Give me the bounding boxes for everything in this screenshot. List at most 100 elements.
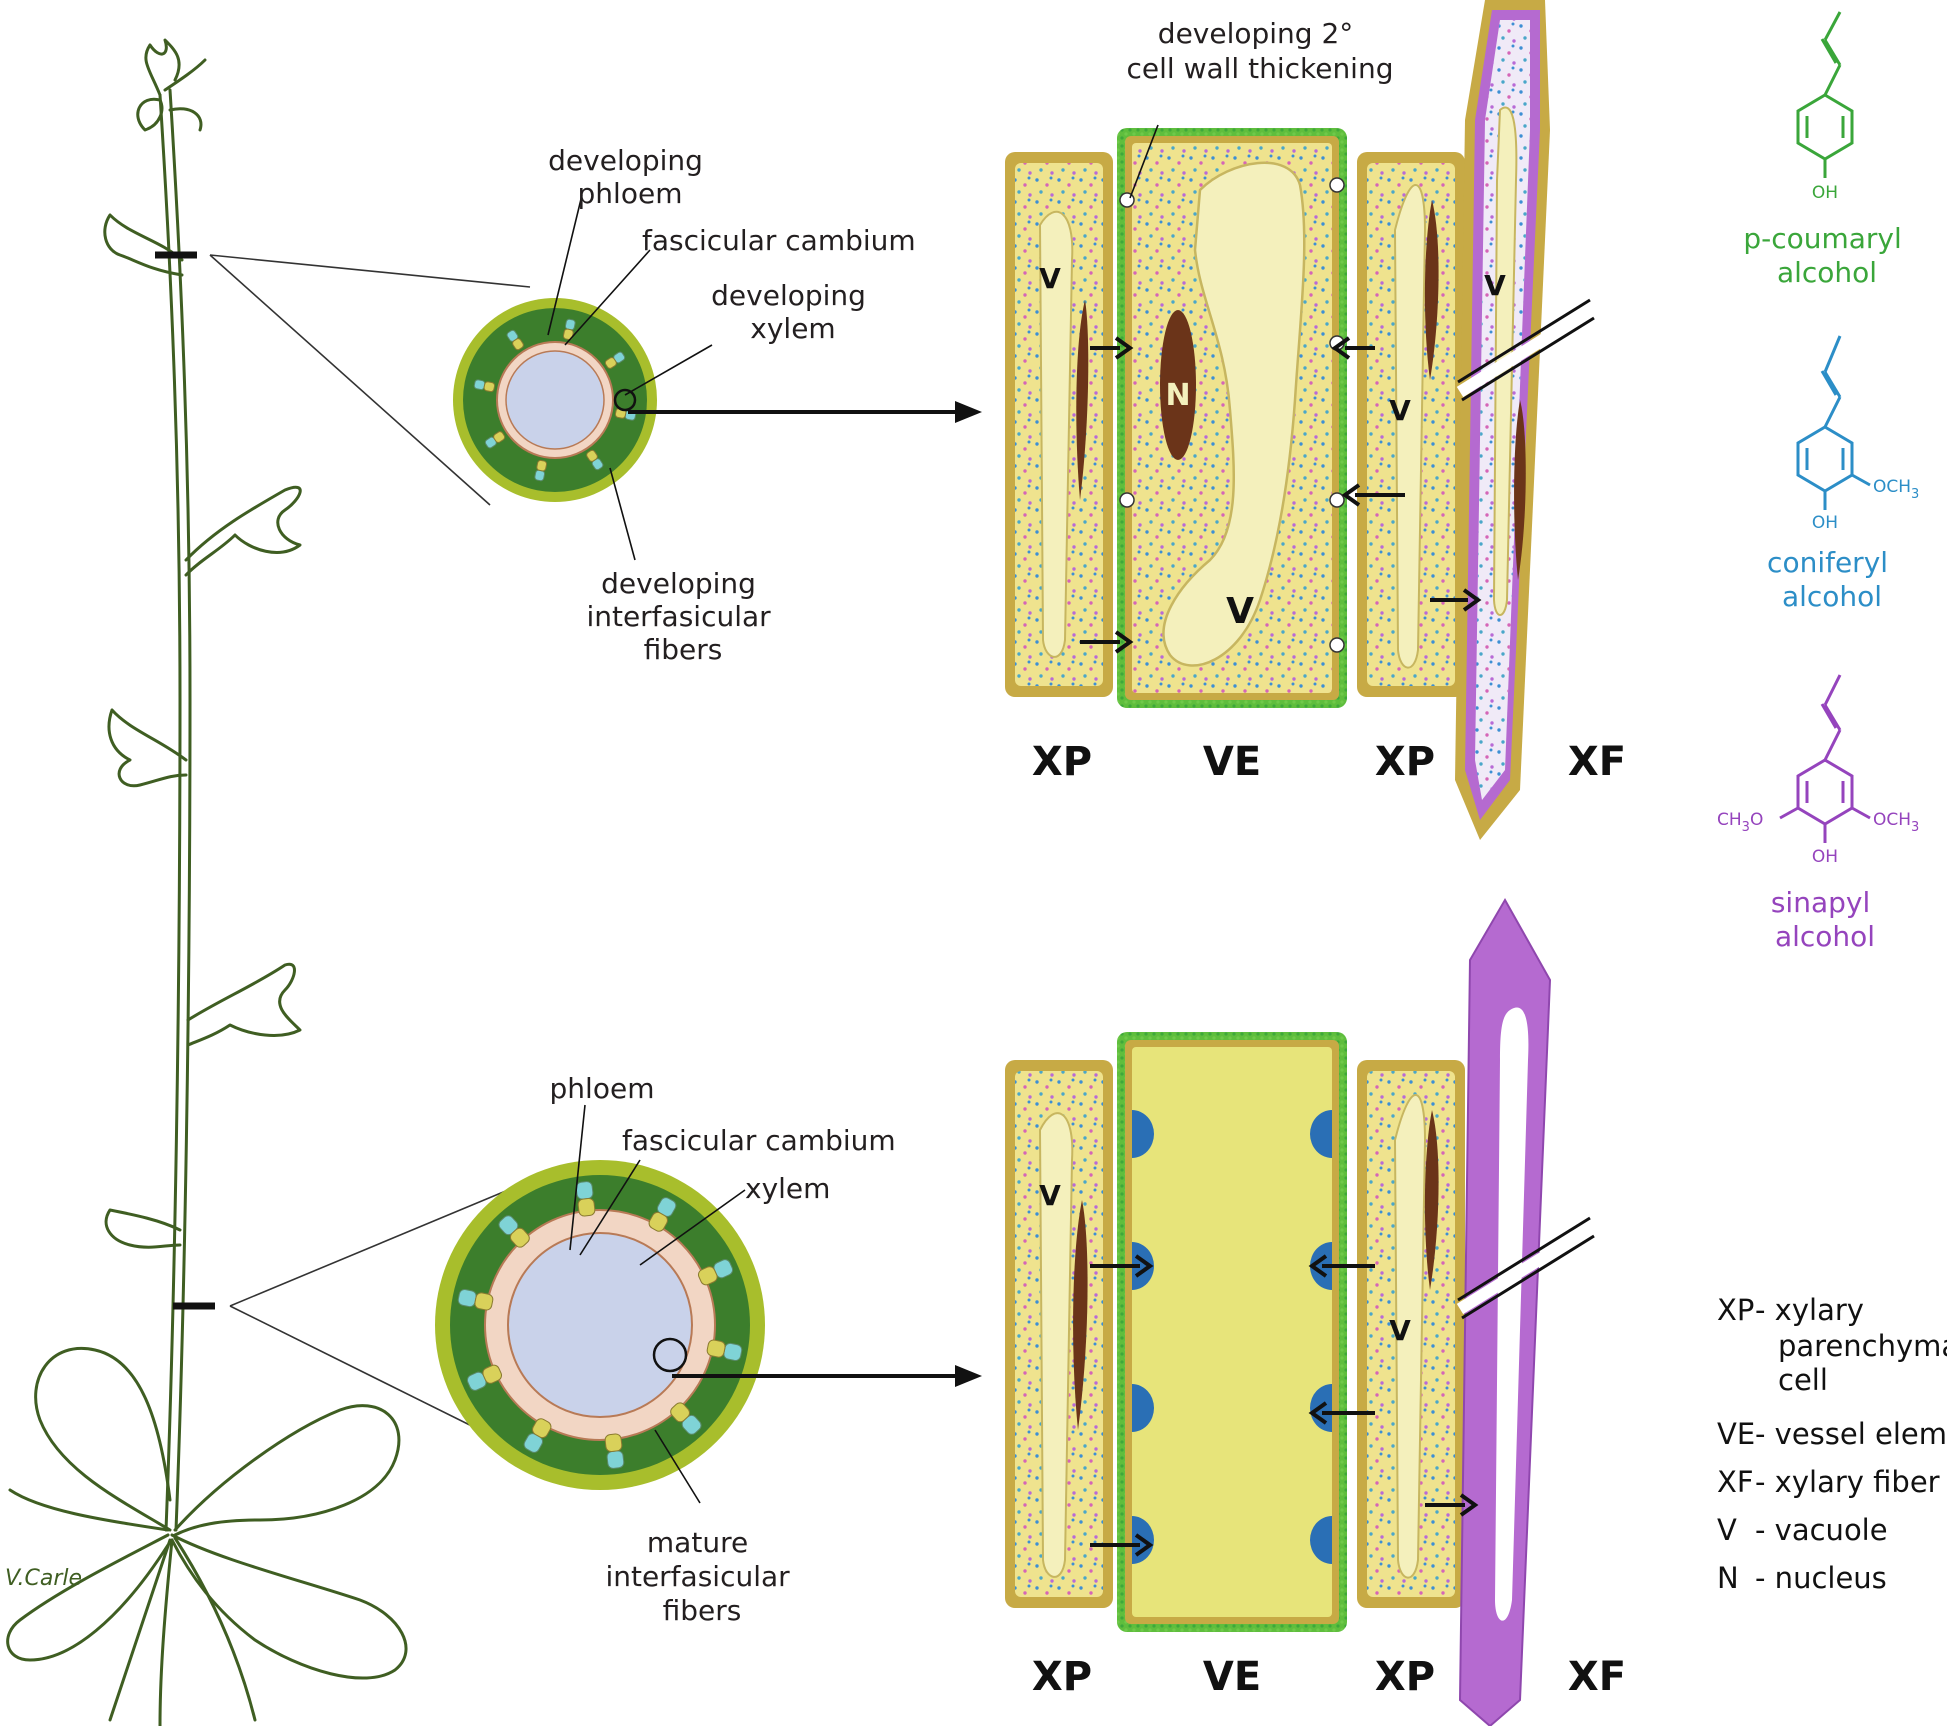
mark-vacuole: V	[1226, 591, 1254, 632]
xylem-highlight	[613, 388, 637, 412]
legend-key: XF	[1717, 1465, 1754, 1499]
chem-oh: OH	[1812, 183, 1838, 203]
legend-desc: parenchyma	[1778, 1329, 1947, 1363]
vascular-bundles	[473, 318, 637, 482]
nucleus	[1073, 1200, 1088, 1430]
name-p-coumaryl: p-coumaryl alcohol	[1743, 222, 1910, 289]
chem-ch3o: CH3O	[1717, 810, 1763, 835]
chem-oh: OH	[1812, 847, 1838, 867]
label-xylem: xylem	[745, 1172, 830, 1205]
label-phloem: phloem	[550, 1072, 655, 1105]
bottom-cell-group	[1005, 897, 1596, 1726]
vascular-bundle	[604, 351, 626, 369]
vascular-bundle	[604, 1433, 625, 1469]
rosette-leaf	[173, 1404, 401, 1537]
legend-key: V	[1717, 1513, 1737, 1547]
transport-arrows	[1090, 1254, 1479, 1557]
cell-label-ve: VE	[1203, 739, 1261, 785]
arrowhead	[1308, 1401, 1328, 1425]
chem-och3: OCH3	[1873, 810, 1919, 835]
cell-label-ve: VE	[1203, 1654, 1261, 1700]
cell-label-xp: XP	[1375, 739, 1435, 785]
cauline-leaf	[186, 962, 302, 1047]
zoom-lines	[209, 254, 531, 1441]
xylem-highlight	[652, 1337, 688, 1373]
structure-coniferyl	[1796, 335, 1871, 510]
cauline-leaf	[184, 485, 302, 577]
mark-vacuole: V	[1039, 262, 1061, 295]
rosette-leaf	[108, 1536, 257, 1726]
arabidopsis-plant	[6, 38, 408, 1726]
nucleus	[1514, 400, 1526, 580]
arrowhead	[955, 1365, 982, 1387]
cauline-leaf	[104, 1208, 182, 1249]
arrowhead	[1459, 1493, 1479, 1517]
label-fascicular-cambium-bottom: fascicular cambium	[622, 1124, 896, 1157]
break-marks	[1457, 1216, 1595, 1320]
cell-label-xf: XF	[1568, 739, 1626, 785]
vascular-bundle	[506, 329, 524, 351]
arrowhead	[1308, 1254, 1328, 1278]
legend-desc: - xylary fiber	[1755, 1465, 1940, 1499]
stem-cross-section-bottom	[435, 1160, 765, 1490]
vascular-bundle	[457, 1289, 494, 1311]
arrowhead	[1462, 588, 1482, 612]
arrowhead	[1341, 483, 1361, 507]
cell-label-xp: XP	[1375, 1654, 1435, 1700]
vacuole	[1393, 184, 1427, 669]
arrowhead	[955, 401, 982, 423]
vascular-bundle	[706, 1339, 743, 1361]
mark-vacuole: V	[1389, 394, 1411, 427]
vascular-bundle	[562, 318, 576, 341]
arrowhead	[1134, 1533, 1154, 1557]
vacuole	[1162, 161, 1306, 667]
vascular-bundle	[648, 1197, 677, 1232]
legend-desc: - nucleus	[1755, 1561, 1887, 1595]
cell-label-xp: XP	[1032, 1654, 1092, 1700]
chem-oh: OH	[1812, 513, 1838, 533]
vacuole	[1393, 1094, 1427, 1579]
chem-och3: OCH3	[1873, 477, 1919, 502]
rosette-leaf	[170, 1533, 408, 1680]
label-developing-wall: developing 2° cell wall thickening	[1127, 17, 1394, 85]
rosette-leaf	[34, 1347, 172, 1532]
legend: XP - xylary parenchyma cell VE - vessel …	[1717, 1293, 1947, 1595]
mark-vacuole: V	[1389, 1314, 1411, 1347]
plant-stem	[158, 88, 192, 1532]
legend-desc: - vacuole	[1755, 1513, 1888, 1547]
arrowhead	[1114, 336, 1134, 360]
cauline-leaf	[107, 708, 188, 788]
break-marks	[1457, 298, 1595, 402]
vascular-bundle	[466, 1364, 503, 1391]
transport-arrows	[1080, 336, 1482, 654]
structure-p-coumaryl	[1796, 11, 1854, 178]
vascular-bundle	[484, 431, 506, 449]
vascular-bundle	[670, 1402, 702, 1435]
nucleus	[1160, 310, 1196, 460]
nucleus	[1076, 300, 1089, 500]
vascular-bundle	[523, 1418, 552, 1453]
mark-vacuole: V	[1484, 269, 1506, 302]
label-mature-fibers: mature interfasicular fibers	[605, 1526, 798, 1627]
vascular-bundle	[697, 1259, 734, 1286]
cell-label-xf: XF	[1568, 1654, 1626, 1700]
vascular-bundle	[586, 449, 604, 471]
name-sinapyl: sinapyl alcohol	[1771, 886, 1879, 953]
cell-label-xp: XP	[1032, 739, 1092, 785]
cauline-leaf	[103, 213, 184, 277]
signature: V.Carle	[5, 1566, 82, 1591]
vascular-bundle	[534, 459, 548, 482]
plant-flowers	[136, 38, 207, 132]
arrowhead	[1331, 336, 1351, 360]
legend-key: VE	[1717, 1417, 1755, 1451]
legend-desc: - vessel elemen	[1755, 1417, 1947, 1451]
vacuole	[1038, 210, 1074, 658]
label-developing-phloem: developing phloem	[548, 144, 712, 210]
legend-desc: - xylary	[1755, 1293, 1864, 1327]
top-cell-group	[1005, 0, 1596, 840]
legend-key: N	[1717, 1561, 1739, 1595]
mark-vacuole: V	[1039, 1179, 1061, 1212]
name-coniferyl: coniferyl alcohol	[1767, 546, 1897, 613]
rosette-leaf	[8, 1488, 170, 1532]
